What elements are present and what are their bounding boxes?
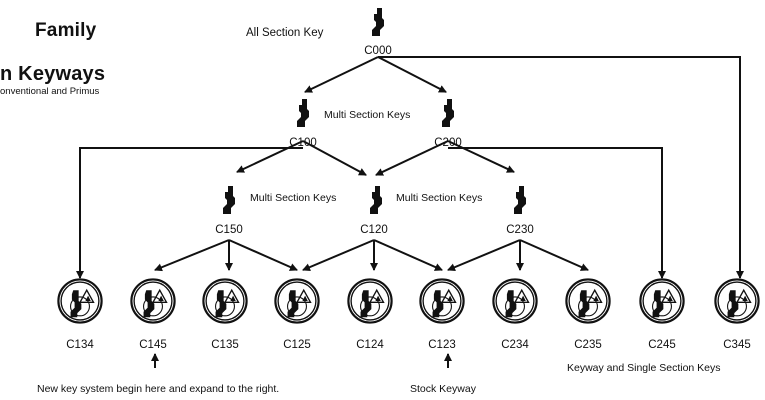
cylinder-label: C124	[356, 339, 384, 351]
edge	[302, 239, 375, 271]
cylinder-label: C345	[723, 339, 751, 351]
title-line-2: n Keyways	[0, 63, 106, 85]
key-icon	[223, 186, 235, 214]
lock-cylinder-icon	[565, 278, 611, 324]
cylinder-row: C134 C145 C135 C125 C124 C123 C234 C235 C245 C345	[57, 278, 760, 351]
edge	[236, 140, 304, 173]
edge	[448, 147, 666, 279]
node-c100: C100	[289, 137, 317, 149]
lock-cylinder-icon	[202, 278, 248, 324]
lock-cylinder-icon	[57, 278, 103, 324]
key-icon	[372, 8, 384, 36]
edge	[375, 140, 449, 176]
lock-cylinder-icon	[130, 278, 176, 324]
all-section-label: All Section Key	[246, 27, 324, 39]
cylinder-c145: C145	[130, 278, 176, 351]
lock-cylinder-icon	[274, 278, 320, 324]
edge	[447, 140, 515, 173]
cylinder-c135: C135	[202, 278, 248, 351]
cylinder-label: C245	[648, 339, 676, 351]
node-c150: C150	[215, 224, 243, 236]
edges	[76, 56, 744, 279]
multi-section-label: Multi Section Keys	[396, 192, 482, 204]
cylinder-label: C234	[501, 339, 529, 351]
new-system-note: New key system begin here and expand to …	[37, 383, 279, 395]
stock-keyway-note: Stock Keyway	[410, 383, 477, 395]
node-c120: C120	[360, 224, 388, 236]
cylinder-c345: C345	[714, 278, 760, 351]
edge	[377, 56, 447, 93]
edge	[373, 239, 443, 271]
cylinder-label: C135	[211, 339, 239, 351]
cylinder-label: C145	[139, 339, 167, 351]
edge	[447, 239, 521, 271]
cylinder-c134: C134	[57, 278, 103, 351]
cylinder-c123: C123	[419, 278, 465, 351]
key-icon	[514, 186, 526, 214]
lock-cylinder-icon	[714, 278, 760, 324]
cylinder-label: C125	[283, 339, 311, 351]
edge	[378, 56, 744, 279]
edge	[304, 56, 379, 93]
cylinder-label: C123	[428, 339, 456, 351]
node-c200: C200	[434, 137, 462, 149]
node-c230: C230	[506, 224, 534, 236]
cylinder-c235: C235	[565, 278, 611, 351]
multi-section-label: Multi Section Keys	[250, 192, 336, 204]
lock-cylinder-icon	[639, 278, 685, 324]
cylinder-label: C134	[66, 339, 94, 351]
edge	[154, 239, 230, 272]
title-line-1: Family	[35, 20, 97, 41]
edge	[302, 140, 367, 176]
key-icon	[297, 99, 309, 127]
cylinder-c125: C125	[274, 278, 320, 351]
cylinder-c124: C124	[347, 278, 393, 351]
multi-section-label: Multi Section Keys	[324, 109, 410, 121]
key-icon	[442, 99, 454, 127]
edge	[228, 239, 298, 271]
cylinder-c245: C245	[639, 278, 685, 351]
single-section-note: Keyway and Single Section Keys	[567, 362, 721, 374]
title-subtitle: onventional and Primus	[0, 86, 100, 97]
lock-cylinder-icon	[347, 278, 393, 324]
lock-cylinder-icon	[492, 278, 538, 324]
edge	[76, 147, 303, 279]
lock-cylinder-icon	[419, 278, 465, 324]
cylinder-c234: C234	[492, 278, 538, 351]
key-icon	[370, 186, 382, 214]
node-c000: C000	[364, 45, 392, 57]
edge	[519, 239, 589, 271]
cylinder-label: C235	[574, 339, 602, 351]
